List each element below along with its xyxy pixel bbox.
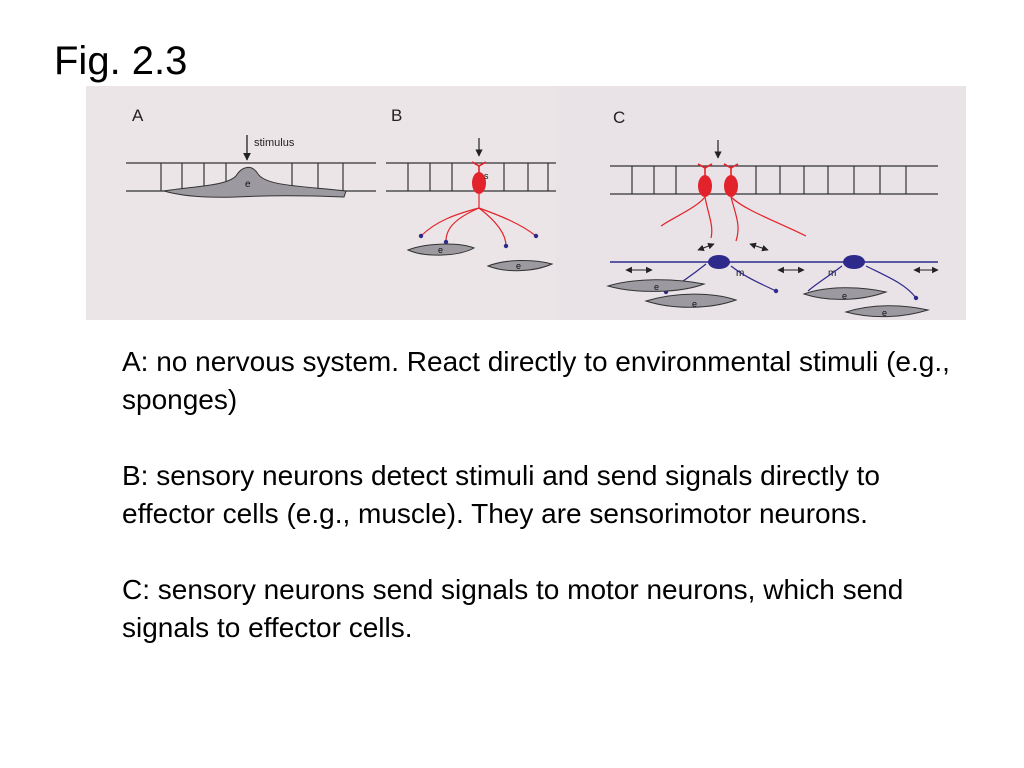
effector-label-b-2: e (516, 261, 521, 271)
panel-b-letter: B (391, 106, 402, 125)
caption-c: C: sensory neurons send signals to motor… (122, 574, 904, 643)
effector-label-c-2: e (692, 299, 697, 309)
effector-label-b-1: e (438, 245, 443, 255)
effector-label-c-3: e (842, 291, 847, 301)
motor-neuron-c-1 (708, 255, 730, 269)
caption-block: A: no nervous system. React directly to … (122, 343, 952, 685)
motor-label-c-1: m (736, 268, 744, 279)
effector-label-c-1: e (654, 282, 659, 292)
effector-cell-b-2 (486, 259, 554, 272)
sensory-neuron-b (472, 172, 486, 194)
effector-cell-c-2 (644, 293, 738, 308)
effector-cell-a (163, 167, 347, 198)
effector-label-a: e (245, 179, 251, 190)
panel-a: A e stimulus (126, 106, 376, 198)
motor-neuron-c-2 (843, 255, 865, 269)
panel-c-letter: C (613, 108, 625, 127)
nervous-system-figure: A e stimulus B (86, 86, 966, 320)
panel-b: B s (386, 106, 556, 272)
slide-title: Fig. 2.3 (54, 39, 188, 83)
effector-cell-c-4 (844, 305, 930, 318)
panel-a-letter: A (132, 106, 144, 125)
effector-cell-c-3 (802, 287, 888, 300)
caption-a: A: no nervous system. React directly to … (122, 346, 950, 415)
caption-b: B: sensory neurons detect stimuli and se… (122, 460, 880, 529)
sensory-label-b: s (484, 171, 489, 181)
sensory-neurons-c (697, 163, 739, 197)
panel-c: C (606, 108, 939, 318)
effector-cell-b-1 (406, 243, 476, 256)
effector-cell-c-1 (606, 279, 706, 292)
effector-label-c-4: e (882, 308, 887, 318)
stimulus-label: stimulus (254, 137, 295, 149)
